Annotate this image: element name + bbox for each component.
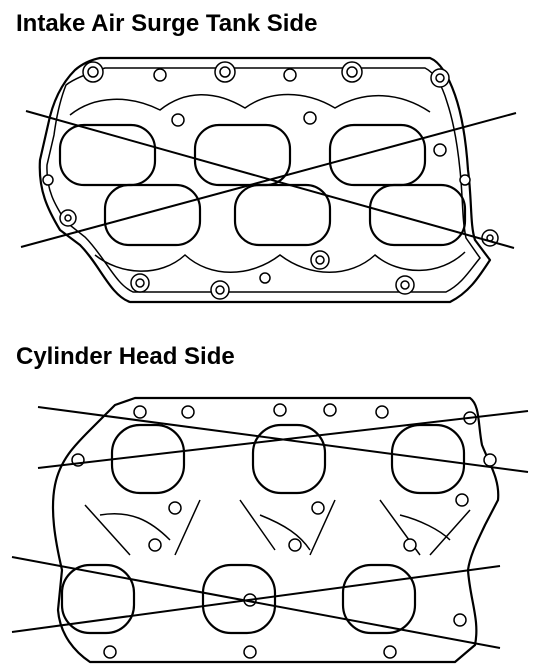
- cylinder-head-side-diagram: [11, 396, 529, 664]
- cylinder-head-side-title: Cylinder Head Side: [16, 343, 235, 370]
- cut-lines: [20, 110, 517, 249]
- intake-surge-tank-side-diagram: [20, 56, 517, 304]
- cylinder-cut-lines: [11, 406, 529, 649]
- lower-ports: [103, 183, 467, 247]
- cylinder-lower-ports: [60, 563, 417, 635]
- intake-side-title: Intake Air Surge Tank Side: [16, 10, 318, 37]
- upper-ports: [58, 123, 427, 187]
- cylinder-bolt-holes: [71, 403, 497, 659]
- cylinder-upper-ports: [110, 423, 466, 495]
